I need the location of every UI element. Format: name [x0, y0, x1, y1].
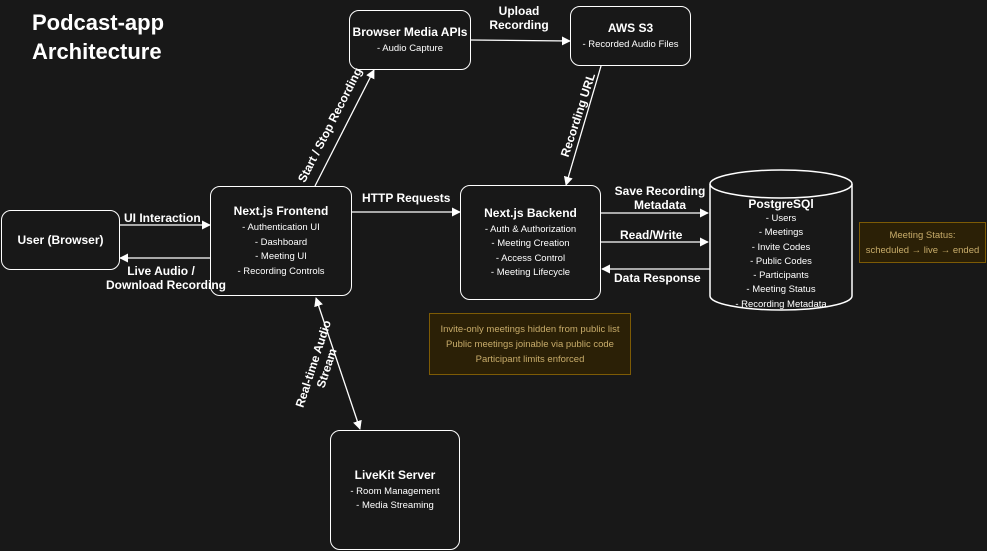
label-save-metadata: Save Recording Metadata	[614, 184, 706, 212]
node-user[interactable]: User (Browser)	[1, 210, 120, 270]
node-user-name: User (Browser)	[17, 233, 104, 247]
label-http-requests: HTTP Requests	[362, 191, 451, 205]
node-postgres-name: PostgreSQl	[748, 197, 814, 211]
node-frontend-line: - Authentication UI	[242, 222, 320, 233]
label-ui-interaction: UI Interaction	[124, 211, 201, 225]
node-postgres-line: - Participants	[753, 270, 809, 282]
node-livekit-name: LiveKit Server	[354, 467, 436, 482]
node-media-apis[interactable]: Browser Media APIs - Audio Capture	[349, 10, 471, 70]
note-access-rules: Invite-only meetings hidden from public …	[429, 313, 631, 375]
node-postgres[interactable]: PostgreSQl - Users - Meetings - Invite C…	[710, 196, 852, 312]
node-livekit-line: - Room Management	[350, 485, 440, 497]
node-backend[interactable]: Next.js Backend - Auth & Authorization -…	[460, 185, 601, 300]
node-frontend-line: - Recording Controls	[237, 265, 325, 277]
node-backend-line: - Meeting Lifecycle	[490, 267, 571, 278]
edge-realtime-stream	[314, 297, 362, 430]
node-postgres-line: - Invite Codes	[751, 241, 811, 253]
node-s3[interactable]: AWS S3 - Recorded Audio Files	[570, 6, 691, 66]
edge-recording-url	[563, 65, 602, 186]
node-postgres-line: - Users	[765, 213, 797, 224]
node-livekit-line: - Media Streaming	[356, 500, 434, 511]
node-s3-line: - Recorded Audio Files	[582, 38, 679, 50]
label-read-write: Read/Write	[620, 228, 683, 242]
node-postgres-line: - Recording Metadata	[735, 298, 827, 310]
node-media-apis-name: Browser Media APIs	[352, 24, 468, 39]
node-postgres-line: - Public Codes	[750, 255, 812, 267]
node-postgres-line: - Meetings	[758, 227, 804, 239]
node-frontend[interactable]: Next.js Frontend - Authentication UI - D…	[210, 186, 352, 296]
node-backend-line: - Meeting Creation	[491, 238, 570, 249]
node-backend-line: - Auth & Authorization	[484, 223, 577, 235]
diagram-title: Podcast-app Architecture	[32, 10, 165, 64]
node-livekit[interactable]: LiveKit Server - Room Management - Media…	[330, 430, 460, 550]
node-media-apis-line: - Audio Capture	[376, 42, 443, 54]
node-frontend-line: - Dashboard	[254, 236, 308, 248]
node-postgres-line: - Meeting Status	[746, 284, 816, 296]
node-s3-name: AWS S3	[607, 20, 654, 35]
label-live-audio: Live Audio / Download Recording	[106, 264, 226, 292]
edge-start-stop	[314, 69, 375, 187]
postgres-cylinder	[709, 169, 853, 311]
edge-upload	[470, 36, 571, 46]
node-backend-line: - Access Control	[495, 252, 566, 264]
label-data-response: Data Response	[614, 271, 701, 285]
node-frontend-line: - Meeting UI	[255, 251, 307, 262]
label-upload: Upload Recording	[489, 4, 549, 32]
node-backend-name: Next.js Backend	[484, 205, 577, 220]
note-meeting-status: Meeting Status: scheduled → live → ended	[859, 222, 986, 263]
node-frontend-name: Next.js Frontend	[233, 204, 329, 218]
